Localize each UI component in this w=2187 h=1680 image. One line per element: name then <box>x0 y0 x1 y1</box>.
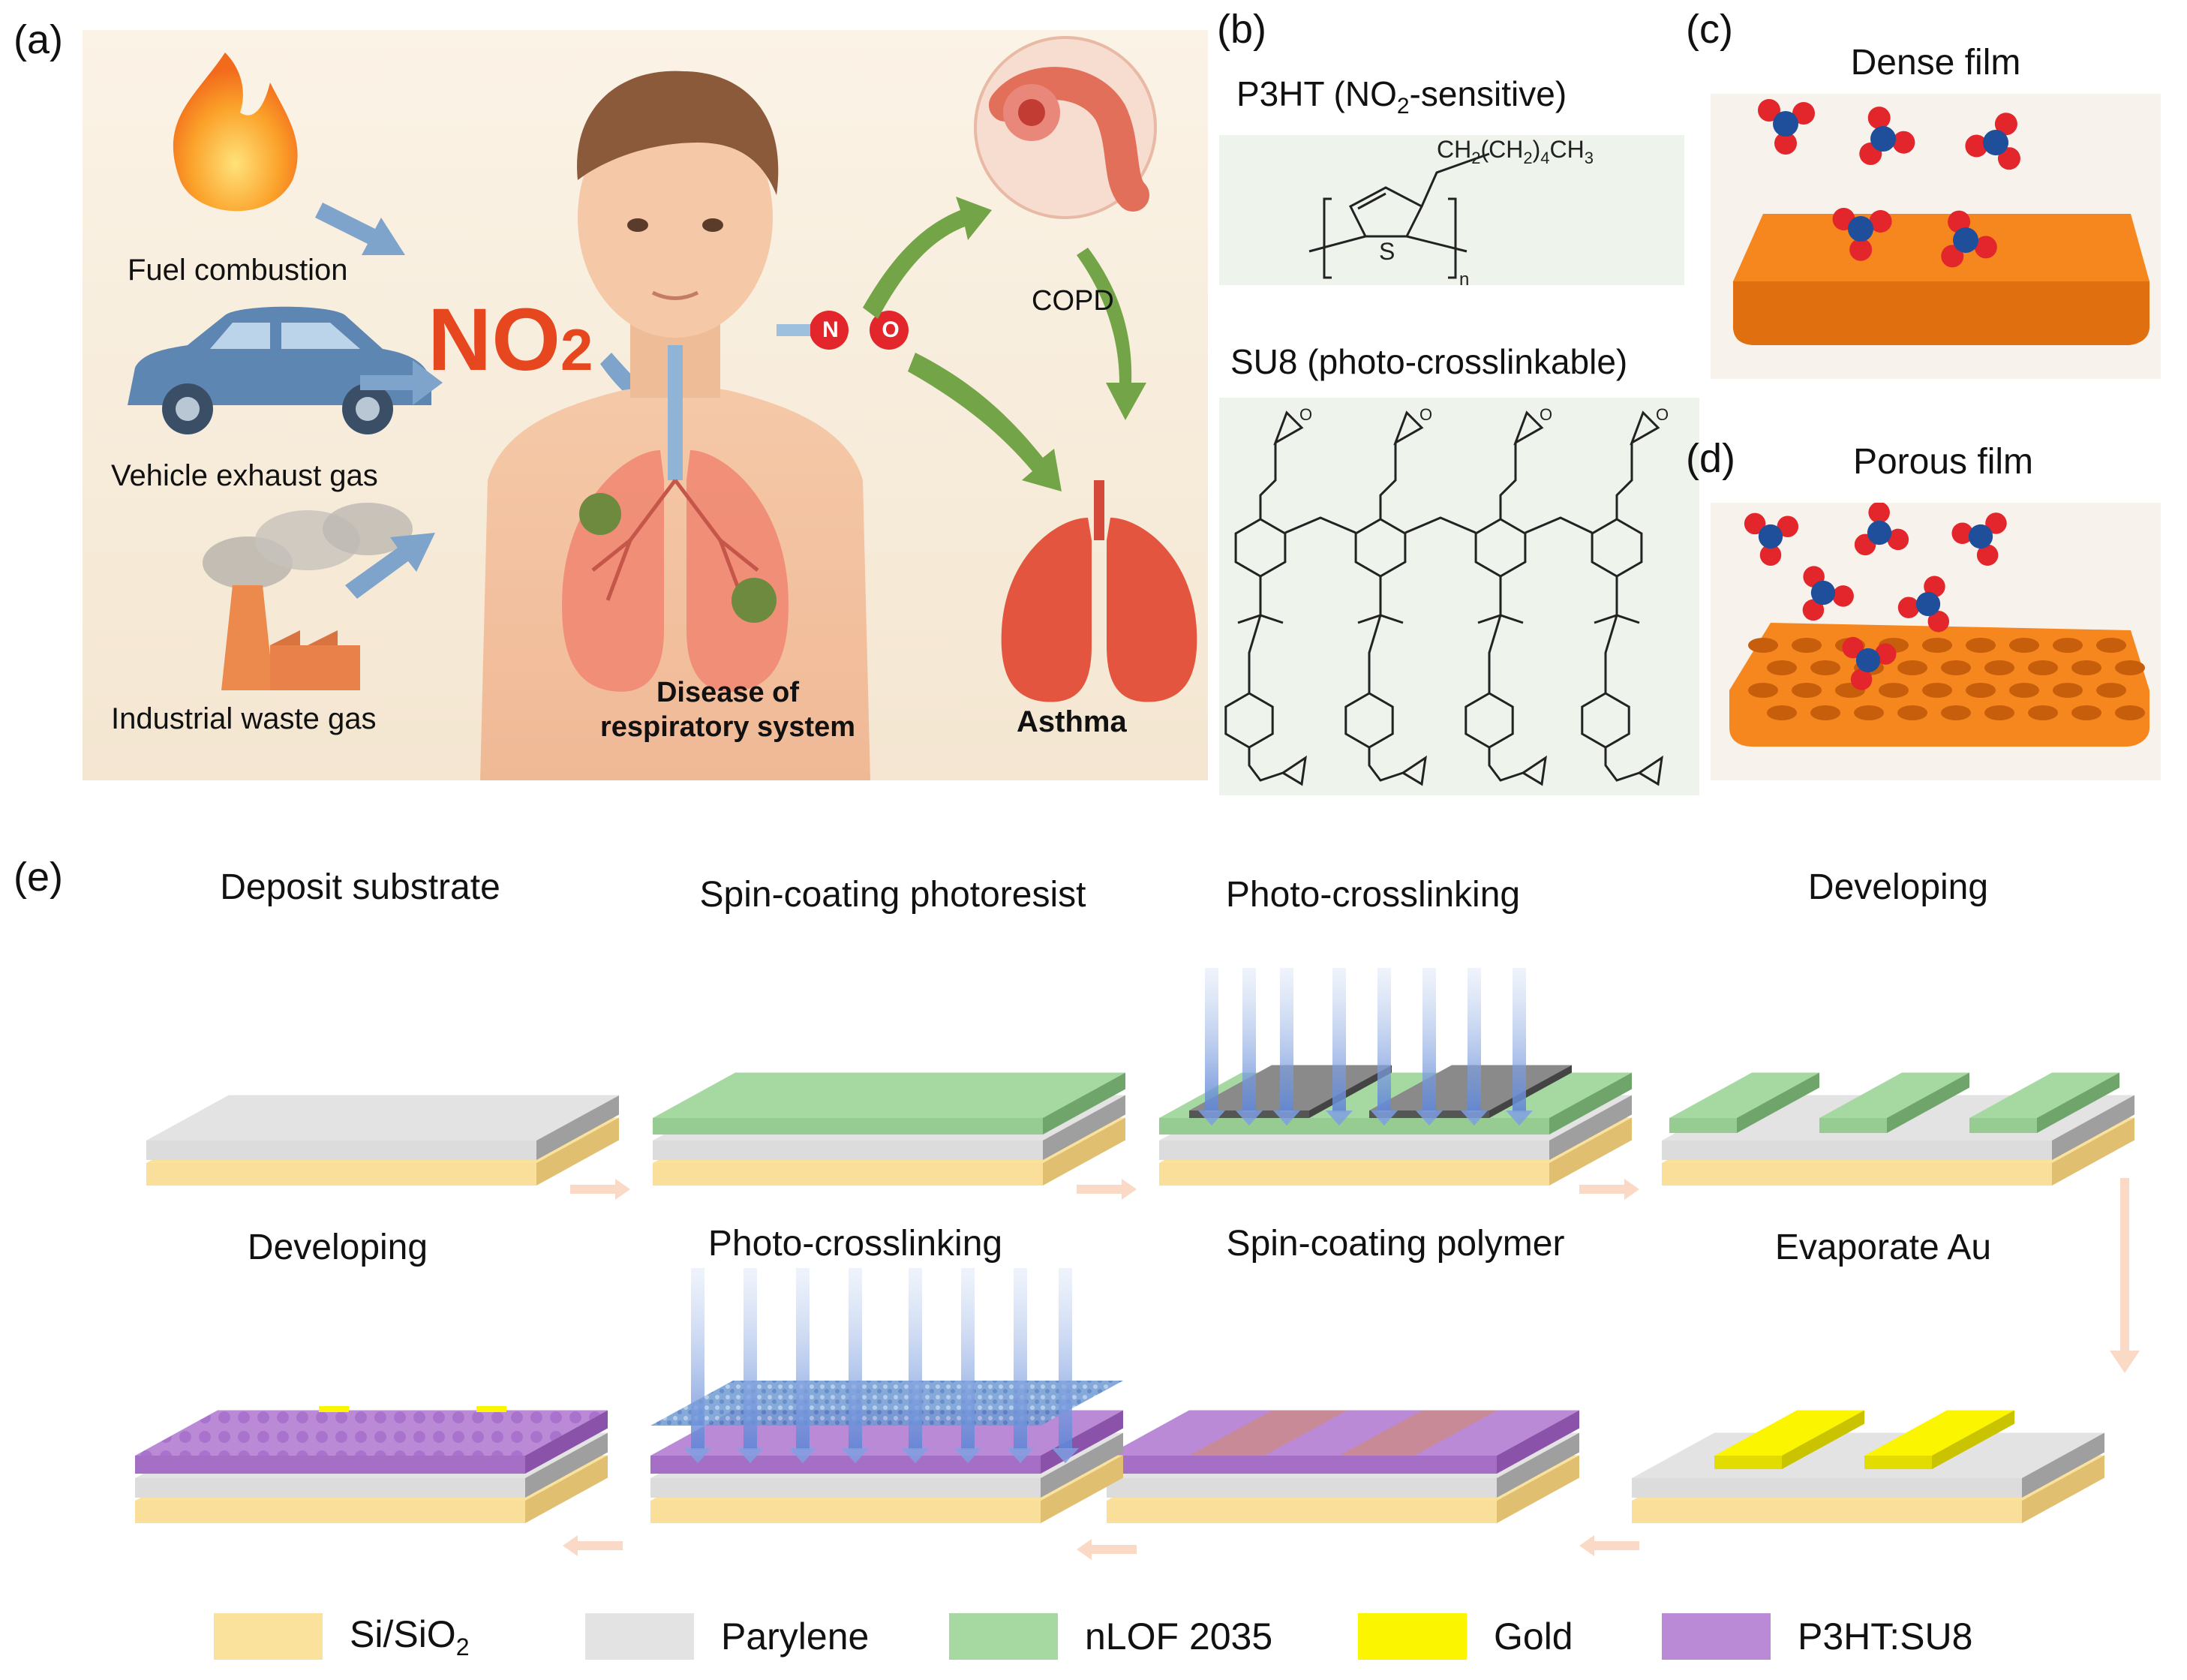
legend-swatch <box>1662 1613 1771 1660</box>
repeat-n-label: n <box>1459 269 1469 290</box>
legend-label: Si/SiO2 <box>350 1612 470 1660</box>
atom-o-label: O <box>882 317 900 342</box>
no2-molecule-icon <box>1842 636 1897 690</box>
step-developing-1: Developing <box>1807 867 1989 907</box>
legend-label: P3HT:SU8 <box>1798 1615 1973 1657</box>
porous-film-illustration <box>1711 503 2161 780</box>
device-stack-developing-2 <box>135 1406 608 1523</box>
source-arrows <box>315 203 705 599</box>
p3ht-title: P3HT (NO2-sensitive) <box>1236 74 1567 119</box>
panel-b-label: (b) <box>1217 7 1266 52</box>
asthma-label: Asthma <box>1017 705 1127 738</box>
side-chain-label: CH2(CH2)4CH3 <box>1437 136 1594 167</box>
legend-label: nLOF 2035 <box>1085 1615 1273 1657</box>
flow-arrow <box>1579 1535 1639 1556</box>
device-stack-crosslink-1 <box>1159 968 1632 1186</box>
panel-c-label: (c) <box>1686 7 1733 52</box>
copd-airway-icon <box>974 36 1157 219</box>
step-deposit-substrate: Deposit substrate <box>220 867 500 907</box>
step-evaporate-au: Evaporate Au <box>1774 1228 1992 1267</box>
legend-swatch <box>949 1613 1058 1660</box>
legend-item: Si/SiO2 <box>214 1609 470 1663</box>
step-developing-2: Developing <box>247 1228 428 1267</box>
no2-molecule-icon <box>1802 566 1854 621</box>
device-stack-deposit <box>146 1095 619 1186</box>
source-industrial-waste: Industrial waste gas <box>111 702 377 735</box>
step-spin-coating-polymer: Spin-coating polymer <box>1226 1224 1565 1264</box>
step-photo-crosslinking-2: Photo-crosslinking <box>707 1224 1003 1264</box>
legend-label: Parylene <box>721 1615 870 1657</box>
nitrogen-atom-icon <box>810 311 849 350</box>
flow-arrow <box>570 1179 630 1200</box>
legend-item: Parylene <box>585 1609 869 1663</box>
source-fuel-combustion: Fuel combustion <box>128 254 348 287</box>
sulfur-atom-label: S <box>1379 238 1395 265</box>
porous-film-title: Porous film <box>1852 442 2034 482</box>
car-icon <box>128 306 431 434</box>
dense-film-title: Dense film <box>1850 43 2021 83</box>
step-photo-crosslinking-1: Photo-crosslinking <box>1225 875 1521 915</box>
panel-e-label: (e) <box>14 855 63 900</box>
panel-d-label: (d) <box>1686 436 1735 481</box>
no2-molecule-icon <box>1832 208 1892 261</box>
no2-molecule-icon <box>1758 99 1815 155</box>
factory-icon <box>203 503 413 690</box>
legend-item: P3HT:SU8 <box>1662 1609 1972 1663</box>
no2-molecule-icon <box>1965 113 2020 170</box>
device-stack-crosslink-2 <box>650 1268 1123 1523</box>
asthma-lungs-icon <box>1001 480 1197 702</box>
panel-a-label: (a) <box>14 17 63 62</box>
fabrication-process-diagram <box>135 968 2140 1560</box>
legend-label: Gold <box>1494 1615 1573 1657</box>
oxygen-atom-icon <box>870 311 909 350</box>
device-stack-spincoat-polymer <box>1107 1410 1579 1523</box>
flame-icon <box>173 53 298 212</box>
atom-n-label: N <box>822 317 839 342</box>
p3ht-structure: S n CH2(CH2)4CH3 <box>1219 135 1684 290</box>
no2-molecule-icon <box>1854 503 1909 556</box>
su8-epoxide-o-label: O <box>1540 405 1552 424</box>
legend-item: Gold <box>1358 1609 1573 1663</box>
no2-molecule-icon <box>1897 576 1950 633</box>
flow-arrow-down <box>2110 1178 2140 1373</box>
no2-molecule-icon <box>1951 512 2007 567</box>
panel-a-illustration <box>83 30 1208 780</box>
flow-arrow <box>1579 1179 1639 1200</box>
source-vehicle-exhaust: Vehicle exhaust gas <box>111 459 378 492</box>
flow-arrow <box>563 1535 623 1556</box>
dense-film-illustration <box>1711 94 2161 379</box>
legend-swatch <box>214 1613 323 1660</box>
su8-epoxide-o-label: O <box>1299 405 1312 424</box>
su8-epoxide-o-label: O <box>1419 405 1432 424</box>
copd-label: COPD <box>1032 285 1114 317</box>
no2-molecule-icon <box>1941 210 1997 268</box>
device-stack-evaporate-au <box>1632 1410 2104 1523</box>
device-stack-developing-1 <box>1662 1072 2134 1186</box>
step-spin-coating-photoresist: Spin-coating photoresist <box>699 875 1086 915</box>
person-illustration <box>480 71 870 780</box>
legend-swatch <box>1358 1613 1467 1660</box>
no2-molecule-icon <box>1744 512 1799 566</box>
su8-epoxide-o-label: O <box>1656 405 1669 424</box>
flow-arrow <box>1077 1539 1137 1560</box>
legend-item: nLOF 2035 <box>949 1609 1272 1663</box>
legend-swatch <box>585 1613 694 1660</box>
su8-title: SU8 (photo-crosslinkable) <box>1230 342 1628 381</box>
lungs-illustration <box>562 345 789 692</box>
flow-arrow <box>1077 1179 1137 1200</box>
device-stack-spincoat-resist <box>653 1072 1125 1186</box>
disease-arrows <box>863 197 1146 491</box>
no2-label: NO2 <box>428 290 593 389</box>
no2-molecule-icon <box>1859 107 1915 165</box>
